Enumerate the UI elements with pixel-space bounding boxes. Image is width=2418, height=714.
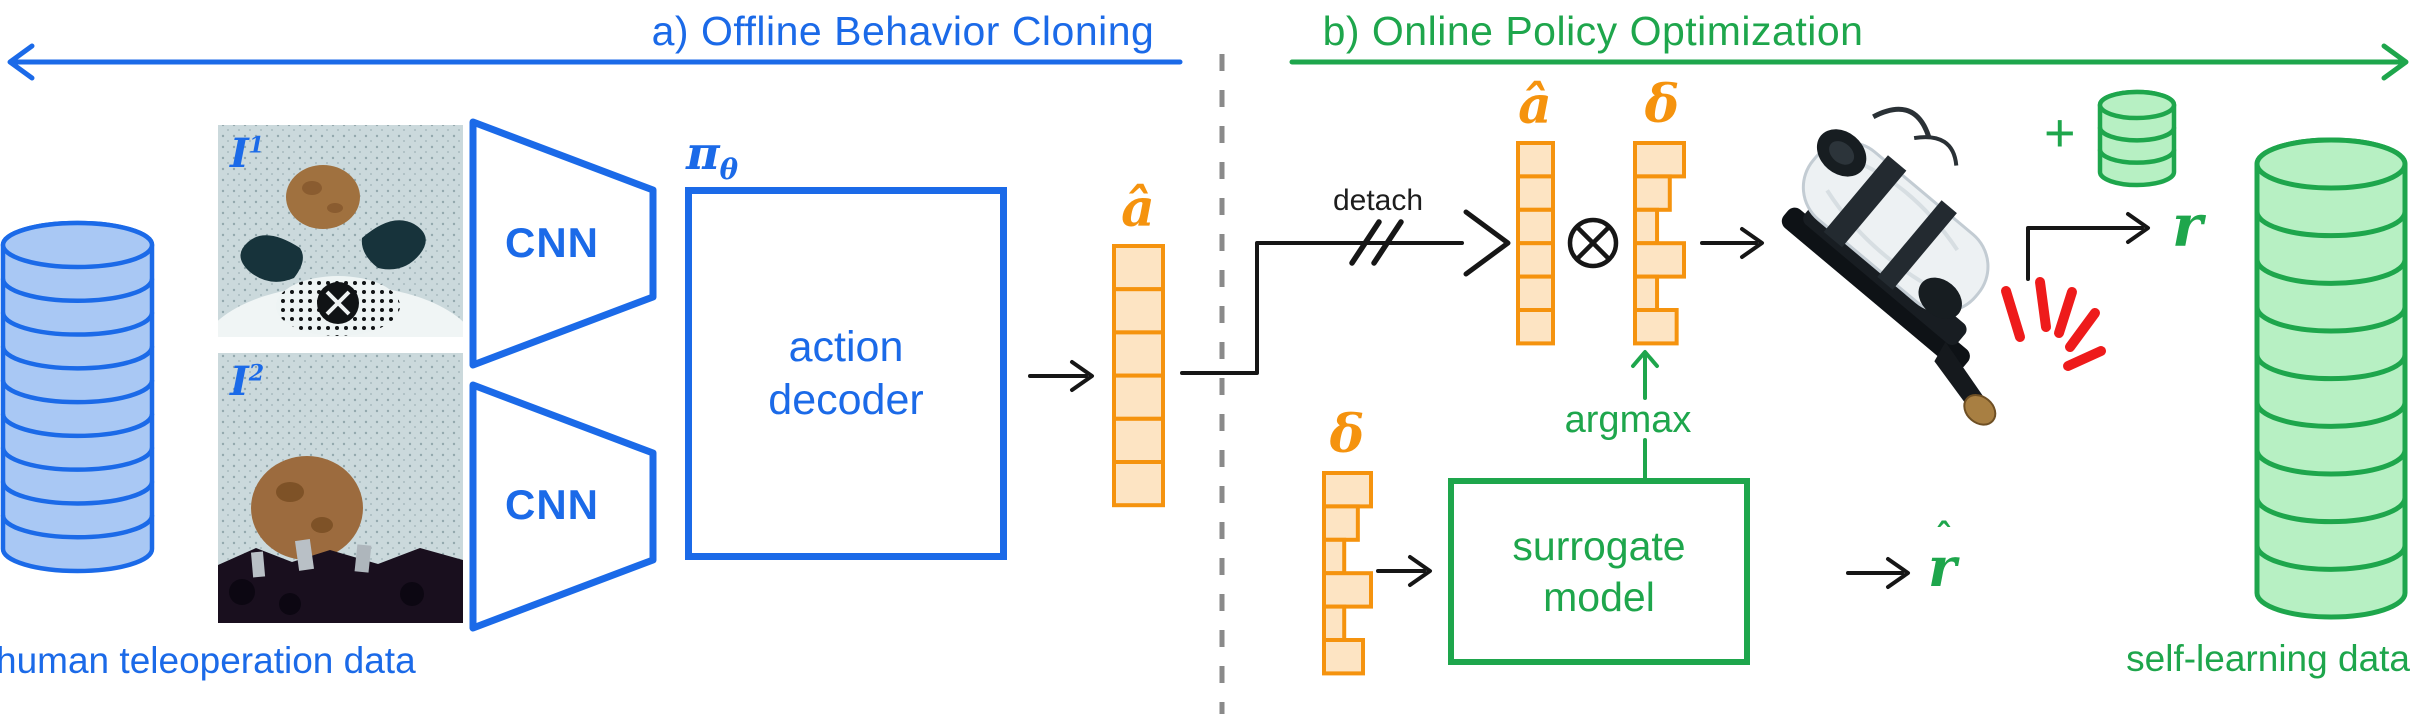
decoder-output-arrow	[1028, 360, 1094, 392]
reward-symbol: r	[2172, 192, 2203, 260]
policy-symbol: πθ	[686, 126, 739, 187]
plus-symbol: +	[2044, 103, 2076, 163]
gripper-claw-right	[361, 220, 426, 270]
online-section-arrow	[1289, 43, 2409, 81]
human-teleoperation-data-label: human teleoperation data	[0, 640, 416, 681]
impact-marks	[2001, 277, 2106, 371]
robot-strap-1	[1823, 155, 1907, 248]
cnn1-label: CNN	[505, 219, 599, 266]
cnn-encoder-2	[469, 381, 657, 632]
surrogate-model-box: surrogate model	[1448, 478, 1750, 665]
a-hat-online-label: â	[1518, 75, 1552, 136]
delta-input-stack	[1322, 471, 1373, 676]
self-learning-data-label: self-learning data	[2126, 638, 2410, 679]
cnn2-label: CNN	[505, 481, 599, 528]
gripper-claw-left	[240, 235, 303, 282]
action-decoder-box: action decoder	[685, 187, 1007, 560]
cnn-encoder-1	[469, 118, 657, 369]
argmax-arrow	[1631, 350, 1659, 480]
database-icon-new-data	[2097, 89, 2177, 188]
camera-image-1	[218, 125, 463, 337]
underwater-robot-image	[1781, 106, 2106, 426]
action-decoder-label-line2: decoder	[768, 375, 924, 424]
delta-online-label: δ	[1644, 74, 1680, 135]
robot-reward-arrow	[2026, 212, 2150, 281]
delta-input-label: δ	[1329, 404, 1365, 465]
camera2-label: I2	[230, 358, 265, 405]
robot-antenna	[1872, 106, 1932, 139]
robot-strap-2	[1877, 200, 1957, 290]
surrogate-label-line2: model	[1543, 573, 1655, 620]
multiply-output-arrow	[1700, 227, 1764, 259]
offline-section-title: a) Offline Behavior Cloning	[651, 8, 1155, 54]
robot-skid	[1781, 207, 1970, 370]
robot-body	[1801, 140, 1990, 314]
a-hat-offline-stack	[1112, 244, 1165, 508]
argmax-label: argmax	[1564, 399, 1692, 441]
rock	[286, 165, 360, 229]
database-icon-human-data	[0, 220, 155, 574]
camera1-label: I1	[230, 130, 265, 177]
detach-label: detach	[1332, 184, 1424, 217]
surrogate-output-arrow	[1846, 557, 1910, 589]
robot-thruster-right	[1918, 277, 1962, 320]
multiply-icon	[1567, 217, 1619, 269]
rock	[251, 456, 363, 560]
surrogate-label-line1: surrogate	[1512, 523, 1686, 570]
offline-section-arrow	[7, 43, 1183, 81]
delta-to-surrogate-arrow	[1376, 555, 1432, 587]
delta-online-stack	[1633, 141, 1686, 346]
a-hat-offline-label: â	[1121, 178, 1155, 239]
database-icon-self-learning-data	[2254, 137, 2408, 620]
gripped-rock	[1963, 394, 1997, 426]
detach-connector	[1180, 209, 1511, 375]
action-decoder-label-line1: action	[788, 323, 904, 372]
a-hat-online-stack	[1516, 141, 1555, 346]
camera-image-2	[218, 353, 463, 623]
online-section-title: b) Online Policy Optimization	[1322, 8, 1864, 54]
